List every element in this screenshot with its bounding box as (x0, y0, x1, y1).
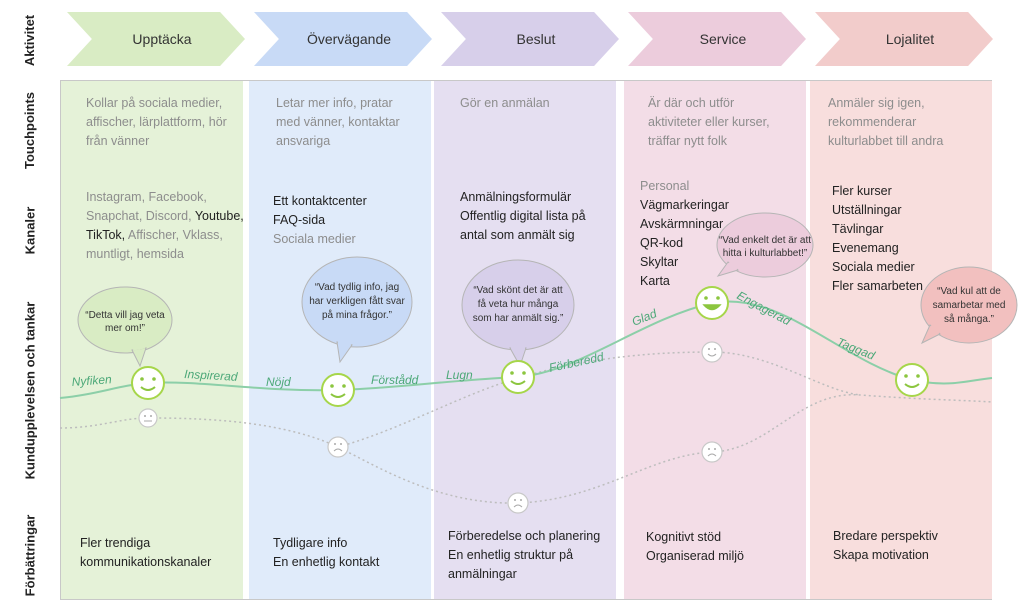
emotion-label-glad: Glad (630, 306, 659, 329)
channels-lojalitet: Fler kurser Utställningar Tävlingar Even… (832, 184, 924, 293)
sad-face-icon (701, 441, 723, 463)
phase-header-beslut: Beslut (441, 12, 619, 66)
dotted-curve (59, 394, 993, 504)
emotion-label-forberedd: Förberedd (548, 350, 605, 375)
channels-beslut: Anmälningsformulär Offentlig digital lis… (460, 190, 586, 242)
channels-service: Personal Vägmarkeringar Avskärmningar QR… (640, 179, 729, 288)
emotion-label-inspirerad: Inspirerad (184, 367, 238, 384)
sad-face-icon (507, 492, 529, 514)
phase-header-lojalitet: Lojalitet (815, 12, 993, 66)
emotion-label-lugn: Lugn (446, 368, 473, 382)
sad-face-icon (327, 436, 349, 458)
dotted-curve-upper (337, 351, 861, 448)
phase-column-service (624, 81, 806, 599)
very-happy-face-icon (695, 286, 729, 320)
touchpoints-beslut: Gör en anmälan (460, 96, 550, 110)
smile-face-icon (701, 341, 723, 363)
emotion-label-forstadd: Förstådd (371, 373, 419, 387)
emotion-label-taggad: Taggad (835, 335, 877, 363)
phase-header-service: Service (628, 12, 806, 66)
touchpoints-upptacka: Kollar på sociala medier,affischer, lärp… (86, 96, 227, 148)
emotion-label-nyfiken: Nyfiken (71, 372, 112, 389)
happy-face-icon (895, 363, 929, 397)
channels-upptacka: Instagram, Facebook, Snapchat, Discord, … (86, 190, 244, 261)
happy-face-icon (501, 360, 535, 394)
happy-face-icon (321, 373, 355, 407)
phase-header-overvagande: Övervägande (254, 12, 432, 66)
channels-overvagande: Ett kontaktcenter FAQ-sida Sociala medie… (273, 194, 367, 246)
phase-header-upptacka: Upptäcka (67, 12, 245, 66)
emotion-label-engagerad: Engagerad (735, 288, 794, 328)
neutral-face-icon (138, 408, 158, 428)
happy-face-icon (131, 366, 165, 400)
emotion-label-nojd: Nöjd (266, 375, 291, 389)
